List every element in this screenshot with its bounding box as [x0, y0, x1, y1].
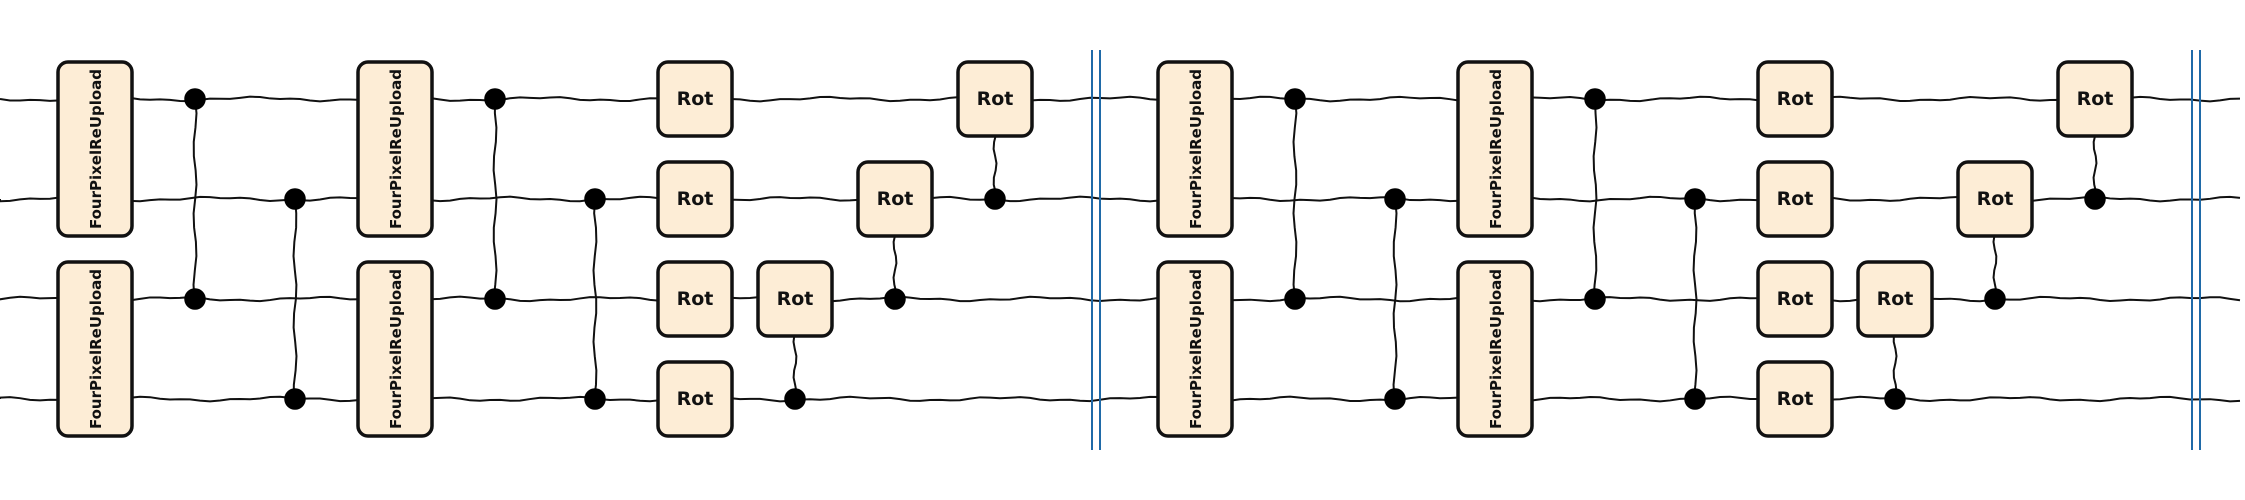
gate-label: Rot	[677, 88, 714, 110]
control-dot	[1284, 288, 1306, 310]
control-dot	[1384, 388, 1406, 410]
gate-label: Rot	[2077, 88, 2114, 110]
controlled-rot-gate	[2056, 60, 2134, 138]
four-pixel-reupload-gate	[56, 60, 134, 238]
four-pixel-reupload-gate	[1456, 260, 1534, 438]
rot-gate	[1756, 60, 1834, 138]
gate-label: Rot	[1777, 388, 1814, 410]
gate-label: Rot	[1877, 288, 1914, 310]
rot-gate	[656, 60, 734, 138]
control-line	[1292, 98, 1298, 300]
four-pixel-reupload-gate	[56, 260, 134, 438]
control-dot	[1684, 188, 1706, 210]
gate-label: FourPixelReUpload	[1487, 69, 1505, 229]
controlled-rot-gate	[1856, 260, 1934, 338]
gate-label: Rot	[677, 188, 714, 210]
gate-label: FourPixelReUpload	[1487, 269, 1505, 429]
rot-gate	[1756, 360, 1834, 438]
controlled-rot-gate	[956, 60, 1034, 138]
rot-gate	[656, 360, 734, 438]
gate-label: FourPixelReUpload	[1187, 69, 1205, 229]
four-pixel-reupload-gate	[356, 260, 434, 438]
control-line	[192, 98, 198, 300]
controlled-rot-gate	[1956, 160, 2034, 238]
control-dot	[784, 388, 806, 410]
control-dot	[1584, 88, 1606, 110]
control-dot	[1284, 88, 1306, 110]
control-dot	[284, 388, 306, 410]
rot-gate	[1756, 160, 1834, 238]
rot-gate	[656, 160, 734, 238]
control-dot	[184, 88, 206, 110]
barriers	[1091, 50, 2201, 450]
gate-label: Rot	[677, 388, 714, 410]
gates: FourPixelReUploadFourPixelReUploadFourPi…	[56, 60, 2134, 438]
gate-label: FourPixelReUpload	[387, 69, 405, 229]
controlled-rot-gate	[856, 160, 934, 238]
gate-label: Rot	[677, 288, 714, 310]
control-dot	[1584, 288, 1606, 310]
gate-label: FourPixelReUpload	[387, 269, 405, 429]
four-pixel-reupload-gate	[1156, 60, 1234, 238]
control-line	[1592, 98, 1598, 300]
control-dot	[1984, 288, 2006, 310]
control-dot	[484, 288, 506, 310]
control-dot	[2084, 188, 2106, 210]
control-line	[1692, 198, 1698, 400]
control-dot	[1684, 388, 1706, 410]
gate-label: Rot	[1777, 288, 1814, 310]
control-dot	[1384, 188, 1406, 210]
qubit-wire	[0, 95, 2241, 103]
rot-gate	[656, 260, 734, 338]
gate-label: Rot	[1777, 188, 1814, 210]
qubit-wires	[0, 95, 2241, 403]
control-dot	[184, 288, 206, 310]
control-line	[1392, 198, 1398, 400]
gate-label: Rot	[777, 288, 814, 310]
control-dot	[584, 188, 606, 210]
qubit-wire	[0, 195, 2241, 203]
gate-label: Rot	[877, 188, 914, 210]
control-lines	[192, 98, 2098, 400]
control-dot	[584, 388, 606, 410]
control-dot	[984, 188, 1006, 210]
control-line	[492, 98, 498, 300]
four-pixel-reupload-gate	[1456, 60, 1534, 238]
gate-label: FourPixelReUpload	[87, 69, 105, 229]
gate-label: Rot	[977, 88, 1014, 110]
gate-label: FourPixelReUpload	[1187, 269, 1205, 429]
gate-label: FourPixelReUpload	[87, 269, 105, 429]
control-dot	[284, 188, 306, 210]
control-dot	[1884, 388, 1906, 410]
control-dot	[884, 288, 906, 310]
four-pixel-reupload-gate	[356, 60, 434, 238]
control-line	[292, 198, 298, 400]
controlled-rot-gate	[756, 260, 834, 338]
gate-label: Rot	[1777, 88, 1814, 110]
rot-gate	[1756, 260, 1834, 338]
gate-label: Rot	[1977, 188, 2014, 210]
four-pixel-reupload-gate	[1156, 260, 1234, 438]
control-line	[592, 198, 598, 400]
control-dot	[484, 88, 506, 110]
